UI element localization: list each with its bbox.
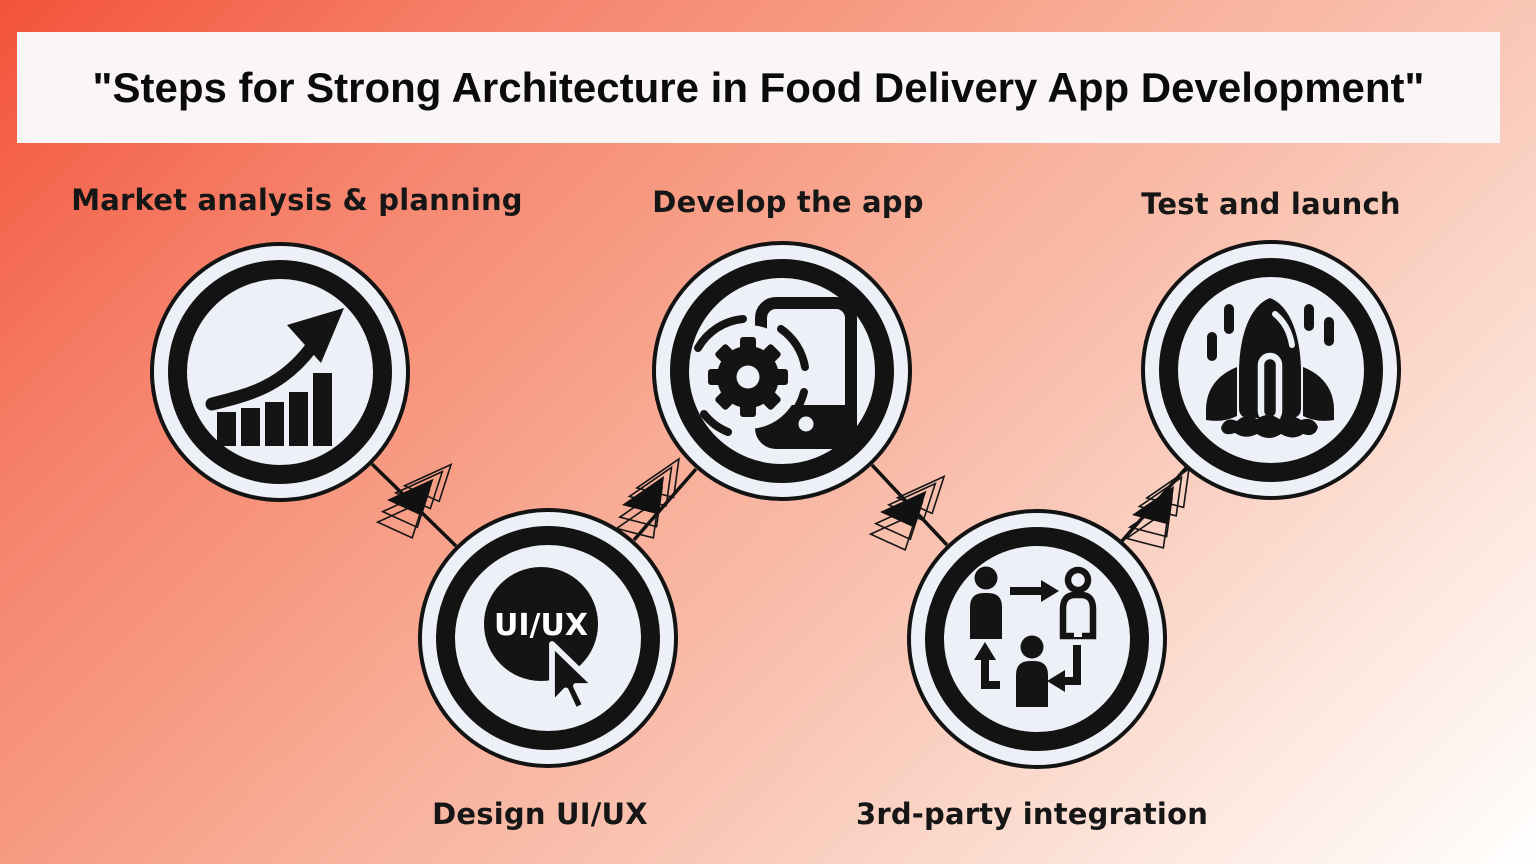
step-label-design-uiux: Design UI/UX <box>432 797 648 831</box>
growth-chart-icon <box>205 308 344 446</box>
step-label-market-analysis: Market analysis & planning <box>71 183 523 217</box>
page-title: "Steps for Strong Architecture in Food D… <box>92 63 1425 111</box>
arrow-dart-icon <box>868 468 945 554</box>
connector-line-2 <box>632 467 698 542</box>
step-label-3rd-party: 3rd-party integration <box>855 797 1209 831</box>
step-circle-develop-app <box>652 241 912 501</box>
uiux-badge-text: UI/UX <box>494 608 588 643</box>
step-label-test-launch: Test and launch <box>1141 187 1401 221</box>
step-circle-market-analysis <box>150 242 410 502</box>
gear-phone-icon <box>694 297 857 449</box>
uiux-cursor-icon: UI/UX <box>484 567 599 714</box>
arrow-dart-icon <box>611 458 686 542</box>
step-circle-design-uiux: UI/UX <box>418 508 678 768</box>
people-exchange-icon <box>970 566 1097 707</box>
step-circle-test-launch <box>1141 240 1401 500</box>
step-circle-3rd-party <box>907 509 1167 769</box>
title-banner: "Steps for Strong Architecture in Food D… <box>17 32 1500 143</box>
rocket-launch-icon <box>1206 298 1334 438</box>
step-label-develop-app: Develop the app <box>652 185 924 219</box>
